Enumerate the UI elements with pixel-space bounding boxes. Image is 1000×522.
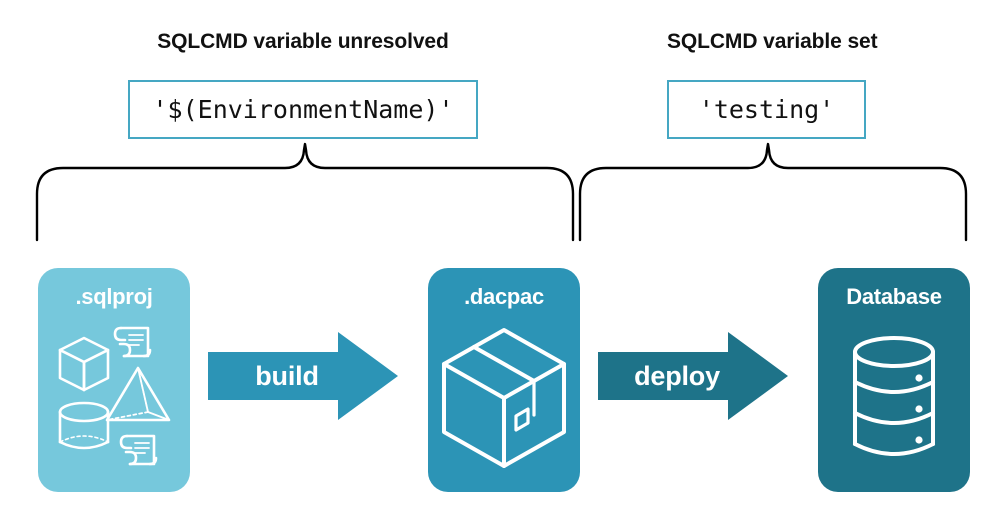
brace-right-icon — [578, 142, 968, 242]
project-objects-icon — [38, 316, 190, 486]
script-scroll-icon-top — [113, 326, 152, 358]
arrow-build: build — [208, 330, 398, 422]
brace-left-icon — [35, 142, 575, 242]
pyramid-icon — [105, 366, 171, 422]
script-scroll-icon-bottom — [119, 434, 158, 466]
group-heading-right: SQLCMD variable set — [667, 30, 878, 53]
cube-icon — [58, 336, 110, 392]
arrow-build-shape — [208, 332, 398, 420]
arrow-deploy-shape — [598, 332, 788, 420]
card-database: Database — [818, 268, 970, 492]
arrow-deploy: deploy — [598, 330, 788, 422]
cylinder-icon — [58, 401, 110, 450]
card-sqlproj: .sqlproj — [38, 268, 190, 492]
card-dacpac: .dacpac — [428, 268, 580, 492]
variable-value-text-left: '$(EnvironmentName)' — [152, 95, 454, 124]
group-heading-left: SQLCMD variable unresolved — [157, 30, 449, 53]
card-title-database: Database — [846, 284, 942, 309]
card-title-dacpac: .dacpac — [464, 284, 544, 309]
variable-value-box-left: '$(EnvironmentName)' — [128, 80, 478, 139]
variable-value-box-right: 'testing' — [667, 80, 866, 139]
card-title-sqlproj: .sqlproj — [75, 284, 153, 309]
arrow-deploy-label: deploy — [634, 360, 720, 391]
variable-value-text-right: 'testing' — [698, 95, 835, 124]
package-box-icon — [428, 316, 580, 486]
database-cylinder-icon — [818, 316, 970, 486]
arrow-build-label: build — [255, 360, 319, 391]
